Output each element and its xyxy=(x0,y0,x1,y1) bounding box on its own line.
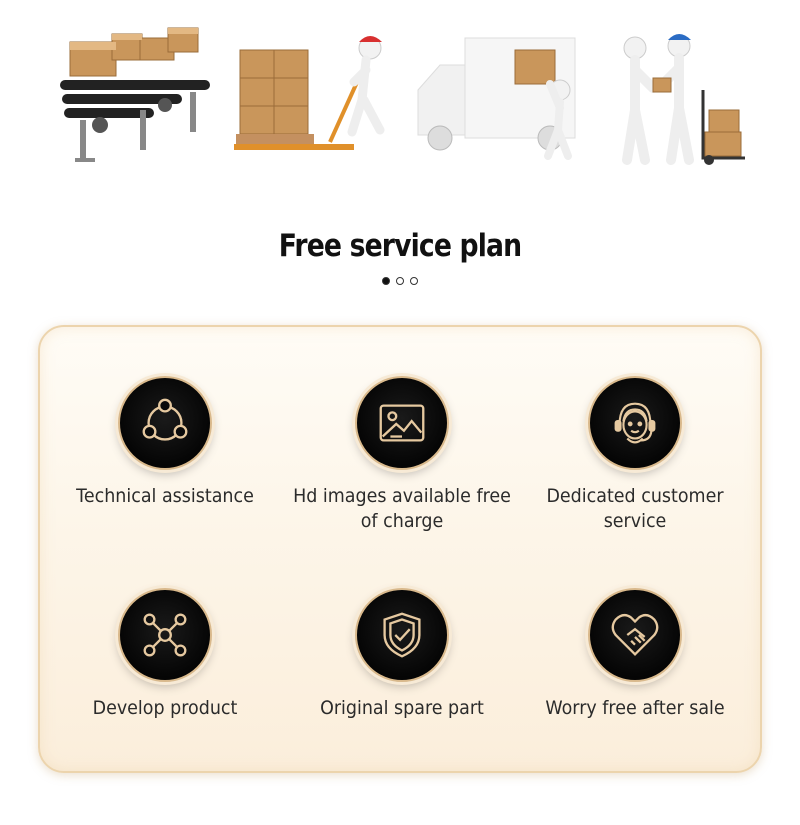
carousel-dot[interactable] xyxy=(410,277,418,285)
feature-worry-free-after-sale: Worry free after sale xyxy=(510,588,760,721)
feature-original-spare-part: Original spare part xyxy=(277,588,527,721)
network-nodes-icon xyxy=(118,376,212,470)
page-title: Free service plan xyxy=(278,228,522,264)
carousel-dot[interactable] xyxy=(382,277,390,285)
headset-agent-icon xyxy=(588,376,682,470)
conveyor-boxes-photo xyxy=(50,20,220,170)
photo-strip xyxy=(40,20,760,170)
delivery-handover-photo xyxy=(605,20,765,170)
handshake-heart-icon xyxy=(588,588,682,682)
truck-loading-photo xyxy=(410,20,590,170)
carousel-dots xyxy=(0,277,800,285)
shield-check-icon xyxy=(355,588,449,682)
feature-develop-product: Develop product xyxy=(40,588,290,721)
feature-technical-assistance: Technical assistance xyxy=(40,376,290,509)
feature-label: Original spare part xyxy=(320,697,484,719)
carousel-dot[interactable] xyxy=(396,277,404,285)
image-icon xyxy=(355,376,449,470)
feature-label: Technical assistance xyxy=(76,485,254,507)
feature-label: Develop product xyxy=(92,697,238,719)
hub-nodes-icon xyxy=(118,588,212,682)
feature-label: Worry free after sale xyxy=(545,697,725,719)
pallet-jack-worker-photo xyxy=(230,20,400,170)
